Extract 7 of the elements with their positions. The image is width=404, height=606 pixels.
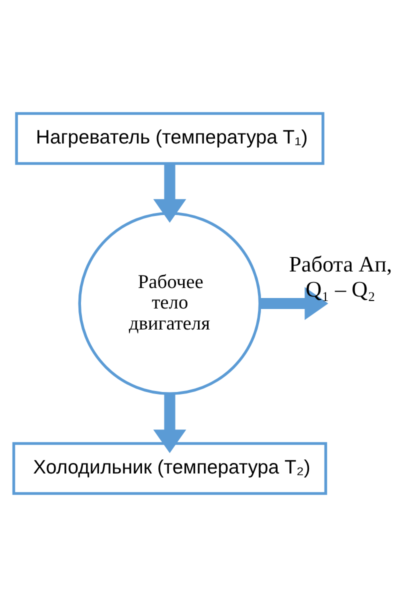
arrow — [260, 286, 328, 320]
arrow — [153, 394, 186, 453]
edge-label: Работа Aп, Q₁ – Q₂ — [289, 250, 392, 301]
arrow — [153, 162, 186, 222]
node-box: Нагреватель (температура T₁) — [15, 112, 324, 164]
node-circle: Рабочее тело двигателя — [78, 211, 262, 395]
node-box: Холодильник (температура T₂) — [12, 442, 328, 494]
